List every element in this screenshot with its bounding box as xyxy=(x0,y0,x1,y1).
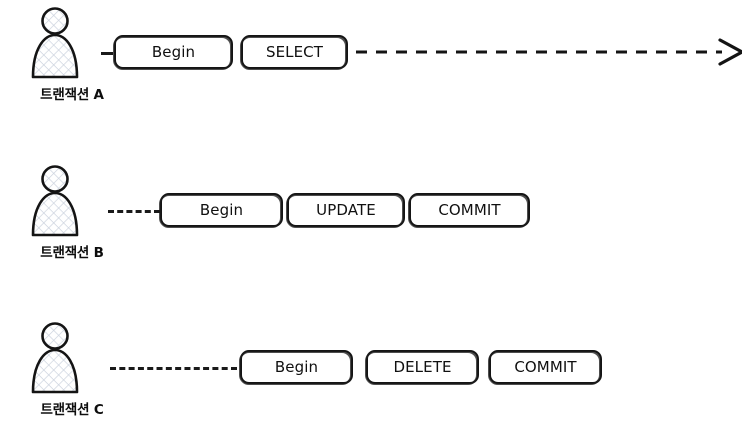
op-box-label: Begin xyxy=(274,358,319,376)
person-body xyxy=(31,348,79,394)
person-head xyxy=(41,322,69,350)
arrowhead-icon xyxy=(718,38,746,66)
op-box-label: Begin xyxy=(199,201,244,219)
op-box-label: DELETE xyxy=(393,358,452,376)
timeline-dash-lead xyxy=(101,52,113,55)
op-box-update[interactable]: UPDATE xyxy=(286,193,405,228)
person-icon xyxy=(31,7,79,79)
op-box-delete[interactable]: DELETE xyxy=(365,350,479,385)
person-icon xyxy=(31,322,79,394)
op-box-label: SELECT xyxy=(265,43,324,61)
timeline-dash-lead xyxy=(108,210,160,213)
op-box-select[interactable]: SELECT xyxy=(240,35,348,70)
op-box-commit[interactable]: COMMIT xyxy=(408,193,530,228)
person-body xyxy=(31,191,79,237)
person-head xyxy=(41,7,69,35)
actor-transaction-a: 트랜잭션 A xyxy=(24,5,120,115)
op-box-commit[interactable]: COMMIT xyxy=(488,350,602,385)
person-head xyxy=(41,165,69,193)
person-icon xyxy=(31,165,79,237)
op-box-label: COMMIT xyxy=(514,358,577,376)
person-body xyxy=(31,33,79,79)
timeline-dash-lead xyxy=(110,367,237,370)
actor-transaction-c: 트랜잭션 C xyxy=(24,320,120,430)
op-box-label: UPDATE xyxy=(316,201,376,219)
timeline-arrow xyxy=(356,5,746,85)
op-box-label: Begin xyxy=(151,43,196,61)
actor-label: 트랜잭션 B xyxy=(40,245,104,261)
op-box-begin[interactable]: Begin xyxy=(159,193,283,228)
transaction-row: 트랜잭션 A Begin SELECT xyxy=(0,5,747,125)
transaction-row: 트랜잭션 C Begin DELETE COMMIT xyxy=(0,320,747,440)
actor-label: 트랜잭션 A xyxy=(40,87,104,103)
transaction-row: 트랜잭션 B Begin UPDATE COMMIT xyxy=(0,163,747,283)
op-box-begin[interactable]: Begin xyxy=(113,35,233,70)
actor-transaction-b: 트랜잭션 B xyxy=(24,163,120,273)
op-box-begin[interactable]: Begin xyxy=(239,350,353,385)
actor-label: 트랜잭션 C xyxy=(40,402,104,418)
op-box-label: COMMIT xyxy=(438,201,501,219)
